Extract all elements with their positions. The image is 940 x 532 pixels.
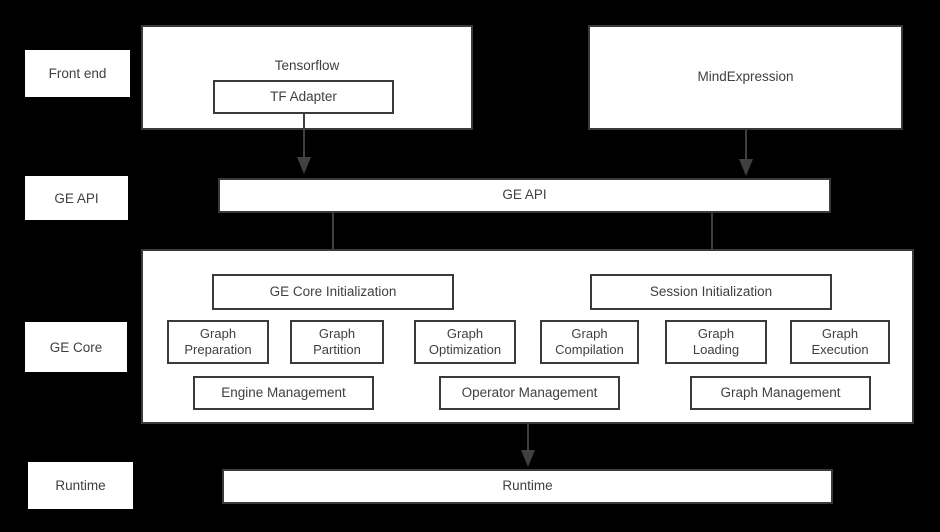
graph-preparation-label: Graph Preparation: [184, 325, 252, 357]
engine-management-box[interactable]: Engine Management: [193, 376, 374, 410]
tensorflow-group-title: Tensorflow: [274, 58, 340, 73]
graph-optimization-label: Graph Optimization: [428, 325, 502, 357]
graph-management-label: Graph Management: [720, 384, 841, 400]
operator-management-label: Operator Management: [461, 384, 598, 400]
runtime-bar-label: Runtime: [502, 478, 553, 494]
graph-execution-box[interactable]: Graph Execution: [790, 320, 890, 364]
operator-management-box[interactable]: Operator Management: [439, 376, 620, 410]
tier-label-ge-api: GE API: [25, 176, 128, 220]
runtime-bar[interactable]: Runtime: [222, 469, 833, 504]
tensorflow-group[interactable]: Tensorflow: [141, 25, 473, 130]
tier-label-ge-core: GE Core: [25, 322, 127, 372]
tier-label-front-end-text: Front end: [48, 66, 107, 81]
ge-core-initialization-box[interactable]: GE Core Initialization: [212, 274, 454, 310]
arrow-mindexpression-to-ge-api: [735, 130, 757, 178]
graph-compilation-label: Graph Compilation: [555, 325, 624, 357]
arrow-ge-core-to-runtime: [517, 423, 539, 469]
ge-api-bar[interactable]: GE API: [218, 178, 831, 213]
graph-partition-label: Graph Partition: [313, 325, 361, 357]
tf-adapter-box[interactable]: TF Adapter: [213, 80, 394, 114]
engine-management-label: Engine Management: [221, 384, 346, 400]
tier-label-ge-core-text: GE Core: [49, 339, 103, 355]
session-initialization-label: Session Initialization: [649, 283, 773, 299]
tf-adapter-label: TF Adapter: [270, 88, 337, 104]
graph-optimization-box[interactable]: Graph Optimization: [414, 320, 516, 364]
tier-label-runtime-text: Runtime: [55, 478, 106, 493]
tier-label-ge-api-text: GE API: [54, 190, 99, 206]
graph-management-box[interactable]: Graph Management: [690, 376, 871, 410]
graph-compilation-box[interactable]: Graph Compilation: [540, 320, 639, 364]
graph-partition-box[interactable]: Graph Partition: [290, 320, 384, 364]
graph-preparation-box[interactable]: Graph Preparation: [167, 320, 269, 364]
tier-label-runtime: Runtime: [28, 462, 133, 509]
graph-loading-label: Graph Loading: [692, 325, 740, 357]
ge-api-bar-label: GE API: [502, 187, 547, 203]
mindexpression-label: MindExpression: [697, 69, 794, 85]
tier-label-front-end: Front end: [25, 50, 130, 97]
ge-core-initialization-label: GE Core Initialization: [269, 283, 397, 299]
graph-loading-box[interactable]: Graph Loading: [665, 320, 767, 364]
mindexpression-box[interactable]: MindExpression: [588, 25, 903, 130]
graph-execution-label: Graph Execution: [811, 325, 869, 357]
session-initialization-box[interactable]: Session Initialization: [590, 274, 832, 310]
